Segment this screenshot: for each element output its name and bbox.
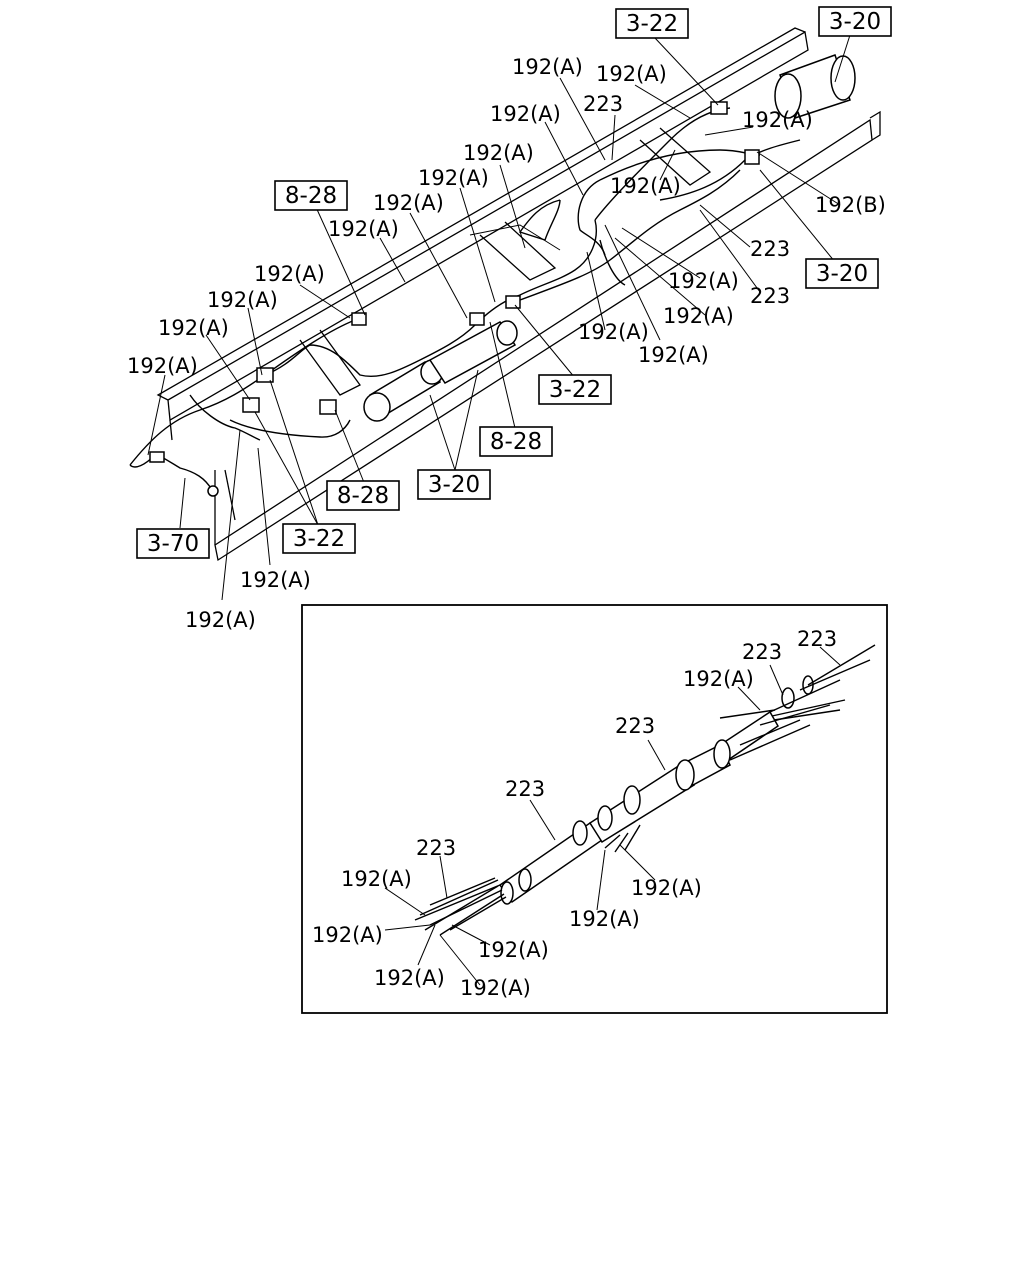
callout-label: 192(A) [373, 191, 444, 215]
callout-label: 192(A) [418, 166, 489, 190]
svg-text:3-70: 3-70 [147, 531, 199, 557]
inset-label: 192(A) [631, 876, 702, 900]
callout-label: 192(B) [815, 193, 886, 217]
inset-harness-bundle [414, 644, 876, 936]
callout-label: 192(A) [512, 55, 583, 79]
svg-text:8-28: 8-28 [337, 483, 389, 509]
callout-label: 192(A) [240, 568, 311, 592]
inset-label: 223 [797, 627, 837, 651]
inset-label: 223 [505, 777, 545, 801]
svg-text:3-20: 3-20 [816, 261, 868, 287]
reference-3-20-mid[interactable]: 3-20 [805, 258, 879, 289]
callout-labels: 192(A) 192(A) 223 192(A) 192(A) 192(A) 1… [127, 55, 886, 632]
callout-label: 192(A) [668, 269, 739, 293]
reference-3-22-mid[interactable]: 3-22 [538, 374, 612, 405]
callout-label: 223 [750, 284, 790, 308]
inset-label: 192(A) [341, 867, 412, 891]
svg-text:8-28: 8-28 [490, 429, 542, 455]
reference-3-20-bot[interactable]: 3-20 [417, 469, 491, 500]
reference-8-28-c[interactable]: 8-28 [326, 480, 400, 511]
leader-lines [147, 34, 851, 601]
callout-label: 192(A) [328, 217, 399, 241]
inset-label: 192(A) [460, 976, 531, 1000]
inset-label: 192(A) [569, 907, 640, 931]
chassis-frame [156, 27, 881, 562]
inset-label: 192(A) [312, 923, 383, 947]
air-tank-front [363, 320, 518, 422]
inset-label: 192(A) [374, 966, 445, 990]
svg-text:3-20: 3-20 [829, 9, 881, 35]
callout-label: 223 [750, 237, 790, 261]
svg-text:3-20: 3-20 [428, 472, 480, 498]
reference-8-28-b[interactable]: 8-28 [479, 426, 553, 457]
reference-3-22-bot[interactable]: 3-22 [282, 523, 356, 554]
svg-text:3-22: 3-22 [626, 11, 678, 37]
callout-label: 192(A) [127, 354, 198, 378]
callout-label: 192(A) [207, 288, 278, 312]
reference-8-28-a[interactable]: 8-28 [274, 180, 348, 211]
callout-label: 192(A) [663, 304, 734, 328]
connector-clips [149, 101, 760, 497]
reference-3-22-top[interactable]: 3-22 [615, 8, 689, 39]
air-tank-rear [774, 54, 856, 119]
svg-text:3-22: 3-22 [549, 377, 601, 403]
svg-text:8-28: 8-28 [285, 183, 337, 209]
callout-label: 192(A) [596, 62, 667, 86]
inset-callout-labels: 223 223 192(A) 223 223 223 192(A) 192(A)… [312, 627, 837, 1000]
svg-text:3-22: 3-22 [293, 526, 345, 552]
inset-label: 223 [416, 836, 456, 860]
callout-label: 192(A) [254, 262, 325, 286]
callout-label: 192(A) [463, 141, 534, 165]
callout-label: 192(A) [185, 608, 256, 632]
reference-3-70[interactable]: 3-70 [136, 528, 210, 559]
callout-label: 192(A) [490, 102, 561, 126]
callout-label: 223 [583, 92, 623, 116]
callout-label: 192(A) [578, 320, 649, 344]
inset-label: 192(A) [478, 938, 549, 962]
callout-label: 192(A) [742, 108, 813, 132]
inset-label: 192(A) [683, 667, 754, 691]
inset-detail-frame [301, 604, 888, 1014]
callout-label: 192(A) [158, 316, 229, 340]
reference-3-20-top[interactable]: 3-20 [818, 6, 892, 37]
inset-label: 223 [742, 640, 782, 664]
inset-leader-lines [384, 646, 841, 986]
callout-label: 192(A) [638, 343, 709, 367]
inset-label: 223 [615, 714, 655, 738]
callout-label: 192(A) [610, 174, 681, 198]
